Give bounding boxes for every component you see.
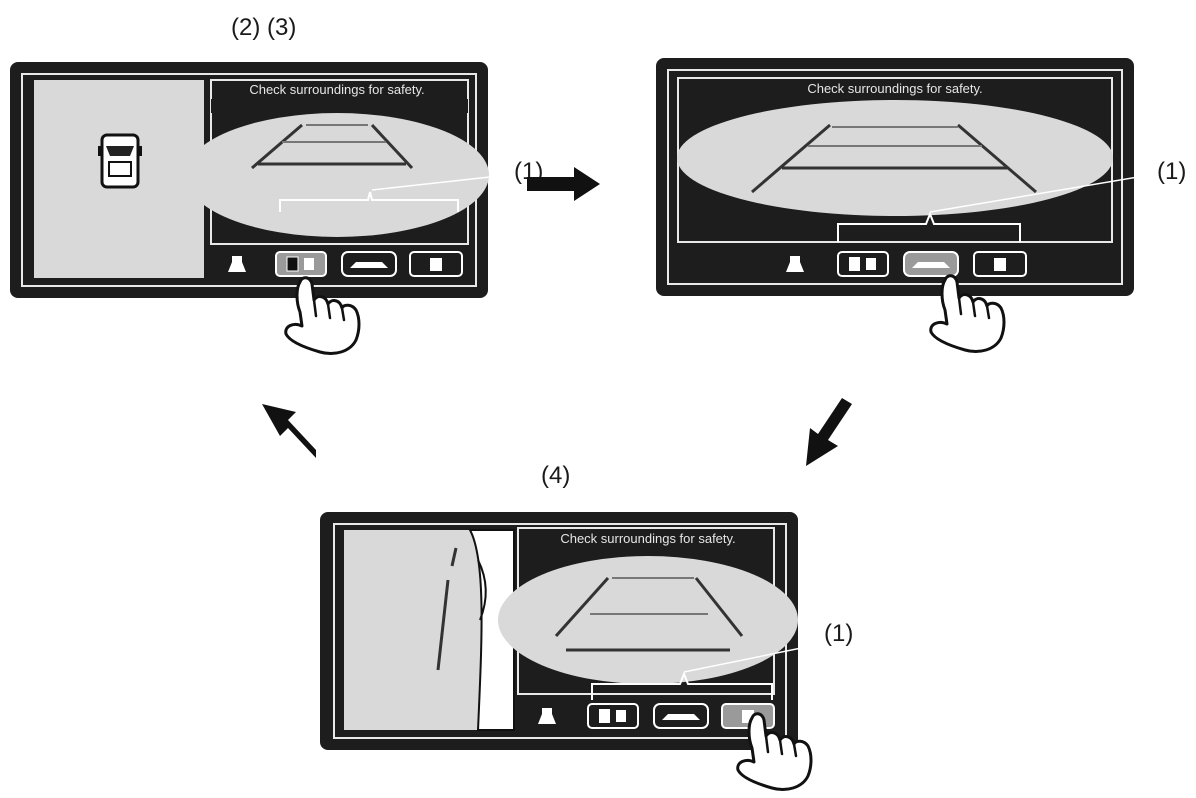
view-button-2[interactable] xyxy=(587,703,639,729)
step-label-2-3: (2) (3) xyxy=(231,14,297,41)
guide-bracket xyxy=(591,671,773,700)
safety-message: Check surroundings for safety. xyxy=(807,81,982,96)
guide-bracket xyxy=(837,211,1021,242)
rear-camera-view xyxy=(498,556,798,684)
screen-3: Check surroundings for safety. xyxy=(320,512,817,791)
view-button-1[interactable] xyxy=(538,708,556,724)
arrow-right-icon xyxy=(527,167,600,201)
car-top-icon xyxy=(98,133,142,189)
safety-message: Check surroundings for safety. xyxy=(560,531,735,546)
view-button-2[interactable] xyxy=(275,251,327,277)
car-side-body xyxy=(468,529,515,731)
view-button-1[interactable] xyxy=(228,256,246,272)
safety-message: Check surroundings for safety. xyxy=(249,82,424,97)
button-row-2 xyxy=(786,251,1027,277)
callout-label-1c: (1) xyxy=(824,620,854,647)
callout-leader-1c xyxy=(683,644,817,673)
guide-bracket xyxy=(279,191,459,212)
step-label-4: (4) xyxy=(541,462,571,489)
screen-1: Check surroundings for safety. xyxy=(10,62,509,355)
callout-leader-1b xyxy=(929,174,1151,213)
button-row-1 xyxy=(228,251,463,277)
wide-camera-view xyxy=(677,100,1113,216)
callout-label-1b: (1) xyxy=(1157,158,1187,185)
view-button-1[interactable] xyxy=(786,256,804,272)
callout-leader-1a xyxy=(371,174,509,191)
side-guide-line xyxy=(436,547,458,671)
arrow-down-left-icon xyxy=(806,398,852,466)
rear-camera-view xyxy=(185,99,489,237)
arrow-up-left-icon xyxy=(262,404,316,458)
screen-2: Check surroundings for safety. xyxy=(656,58,1151,353)
view-button-2[interactable] xyxy=(837,251,889,277)
